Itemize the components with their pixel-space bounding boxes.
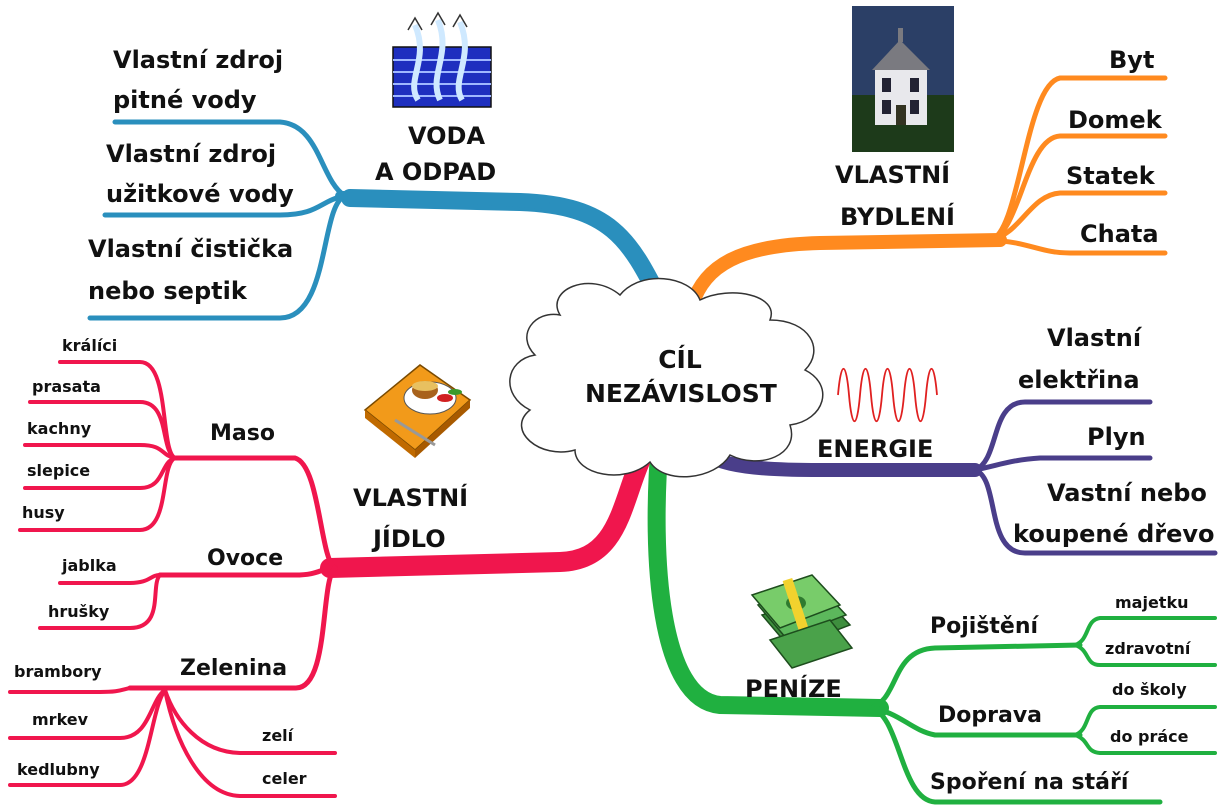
food-leaf-husy: husy [22, 503, 65, 522]
food-tray-icon [363, 364, 472, 458]
food-group-zelenina: Zelenina [180, 656, 288, 681]
food-title-line2: JÍDLO [373, 525, 446, 553]
water-item-3-line2: nebo septik [88, 277, 247, 305]
food-leaf-prasata: prasata [32, 377, 101, 396]
sine-wave-icon [837, 368, 938, 422]
housing-item-chata: Chata [1080, 220, 1159, 248]
housing-title-line1: VLASTNÍ [835, 161, 951, 189]
money-group-pojisteni: Pojištění [930, 614, 1039, 639]
water-item-1-line2: pitné vody [113, 86, 257, 114]
housing-item-byt: Byt [1109, 46, 1155, 74]
money-leaf-do-prace: do práce [1110, 727, 1189, 746]
money-title: PENÍZE [745, 675, 842, 703]
money-branch-lines [647, 431, 1217, 805]
food-leaf-celer: celer [262, 769, 307, 788]
water-item-3-line1: Vlastní čistička [88, 235, 294, 263]
water-title-line2: A ODPAD [375, 158, 497, 186]
money-leaf-do-skoly: do školy [1112, 680, 1187, 699]
money-group-doprava: Doprava [938, 703, 1043, 728]
food-leaf-kedlubny: kedlubny [17, 760, 100, 779]
money-stack-icon [750, 574, 854, 669]
food-title-line1: VLASTNÍ [353, 484, 469, 512]
energy-item-3-line1: Vastní nebo [1047, 479, 1207, 507]
water-title-line1: VODA [408, 122, 486, 150]
food-leaf-mrkev: mrkev [32, 710, 89, 729]
housing-item-statek: Statek [1066, 162, 1155, 190]
water-steam-icon [392, 11, 492, 108]
water-item-2-line1: Vlastní zdroj [106, 140, 277, 168]
energy-item-3-line2: koupené dřevo [1013, 520, 1215, 548]
center-cloud [509, 277, 824, 478]
food-branch-lines [8, 360, 665, 798]
housing-title-line2: BYDLENÍ [840, 203, 955, 231]
center-title: CÍL NEZÁVISLOST [585, 343, 777, 411]
money-group-sporeni: Spoření na stáří [930, 770, 1129, 795]
food-leaf-slepice: slepice [27, 461, 91, 480]
center-title-line1: CÍL [658, 345, 702, 374]
water-item-2-line2: užitkové vody [106, 180, 294, 208]
water-branch-lines [87, 119, 669, 321]
energy-item-1-line1: Vlastní [1047, 324, 1142, 352]
money-leaf-majetku: majetku [1115, 593, 1189, 612]
food-leaf-zeli: zelí [262, 726, 294, 745]
food-leaf-kachny: kachny [27, 419, 92, 438]
food-group-maso: Maso [210, 421, 275, 446]
center-title-line2: NEZÁVISLOST [585, 378, 777, 408]
housing-item-domek: Domek [1068, 106, 1162, 134]
food-leaf-hrusky: hrušky [48, 602, 110, 621]
food-leaf-kralici: králíci [62, 336, 118, 355]
house-photo-icon [852, 6, 954, 152]
food-leaf-jablka: jablka [62, 556, 117, 575]
energy-item-2: Plyn [1087, 423, 1146, 451]
food-leaf-brambory: brambory [14, 662, 102, 681]
energy-title: ENERGIE [817, 435, 934, 463]
housing-branch-lines [685, 75, 1168, 312]
food-group-ovoce: Ovoce [207, 546, 284, 571]
money-leaf-zdravotni: zdravotní [1105, 639, 1191, 658]
energy-item-1-line2: elektřina [1018, 366, 1140, 394]
water-item-1-line1: Vlastní zdroj [113, 46, 284, 74]
